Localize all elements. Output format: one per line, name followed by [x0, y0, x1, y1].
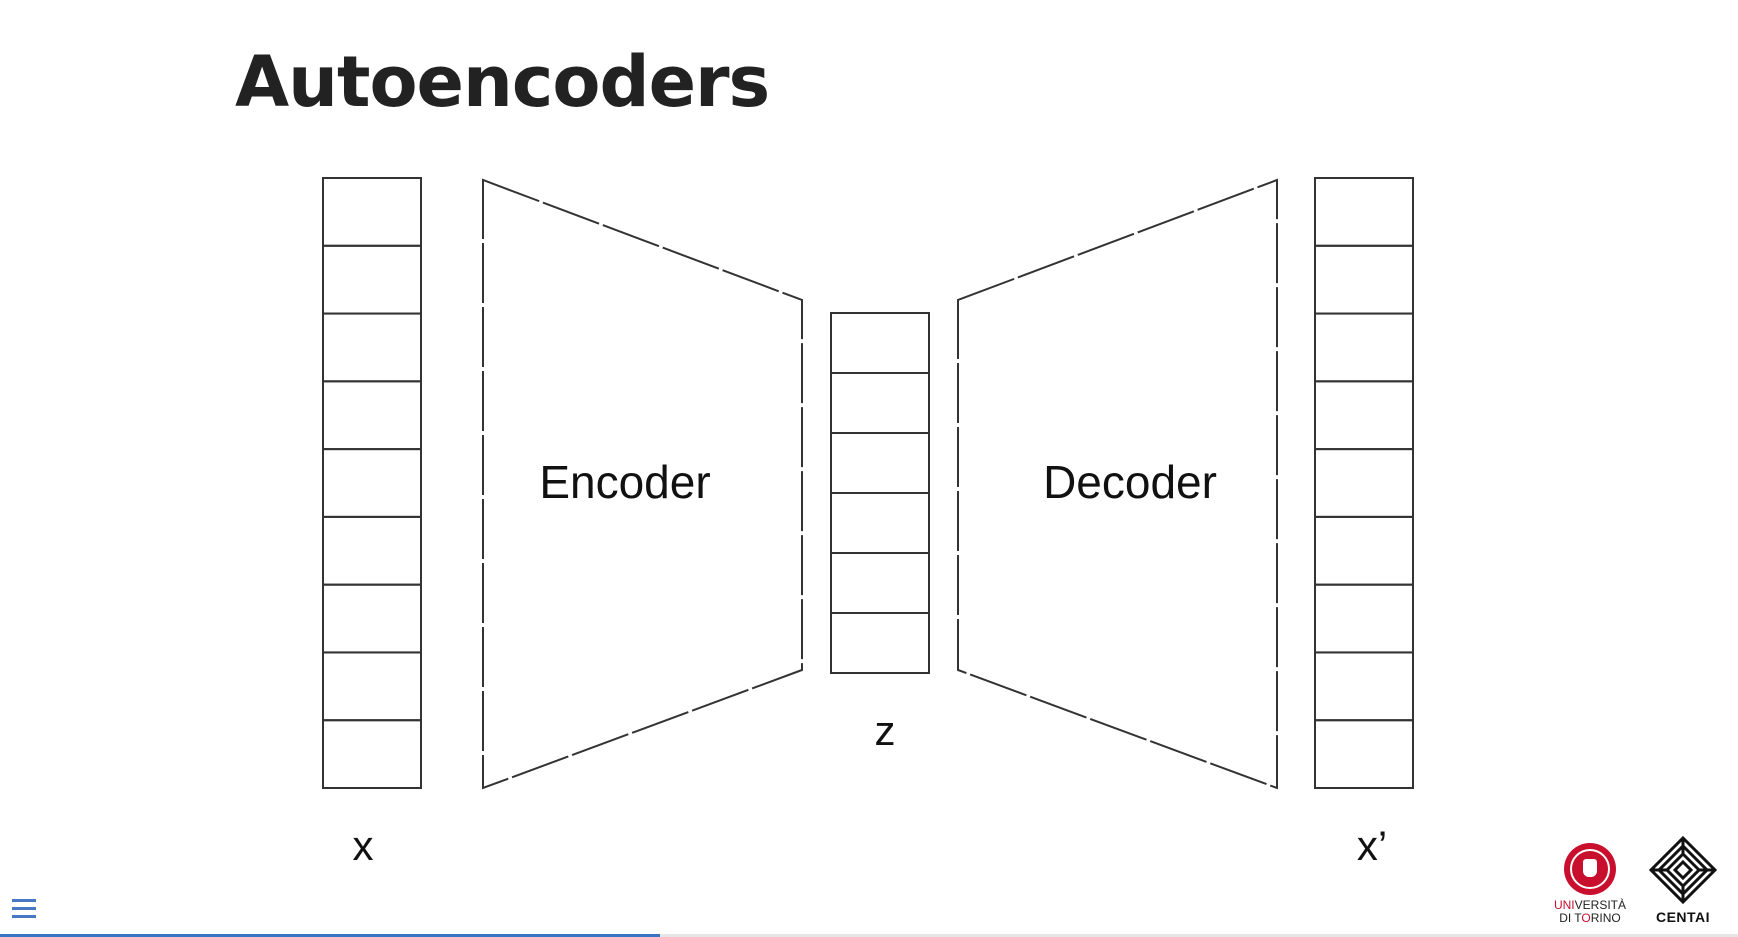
vector-cell	[322, 583, 422, 654]
vector-cell	[830, 432, 930, 494]
vector-cell	[322, 177, 422, 247]
vector-cell	[1314, 380, 1414, 451]
vector-cell	[322, 719, 422, 790]
slide-title: Autoencoders	[235, 41, 770, 123]
decoder-block	[957, 178, 1278, 790]
vector-cell	[830, 612, 930, 674]
centai-knot-icon	[1648, 835, 1718, 905]
footer-logos: UNIVERSITÀ DI TORINO CENTAI	[1554, 835, 1718, 925]
vector-cell	[1314, 312, 1414, 383]
unito-line2-pre: DI T	[1559, 911, 1582, 925]
encoder-label: Encoder	[539, 456, 710, 508]
unito-seal-icon	[1563, 843, 1616, 895]
centai-logo-text: CENTAI	[1655, 909, 1711, 925]
vector-cell	[322, 515, 422, 586]
output-vector	[1314, 177, 1414, 790]
output-label: x’	[1357, 822, 1387, 869]
latent-vector	[830, 312, 930, 674]
vector-cell	[1314, 448, 1414, 518]
latent-label: z	[875, 707, 896, 754]
vector-cell	[322, 651, 422, 722]
centai-logo: CENTAI	[1648, 835, 1718, 925]
unito-line1-rest: VERSITÀ	[1574, 898, 1626, 912]
unito-line1: UNIVERSITÀ	[1554, 899, 1626, 912]
vector-cell	[1314, 583, 1414, 654]
unito-logo: UNIVERSITÀ DI TORINO	[1554, 843, 1626, 925]
encoder-block	[482, 178, 803, 790]
vector-cell	[1314, 719, 1414, 790]
vector-cell	[830, 312, 930, 374]
input-label: x	[353, 822, 374, 869]
vector-cell	[830, 552, 930, 614]
slide-progress-bar	[0, 934, 1738, 937]
vector-cell	[322, 380, 422, 451]
vector-cell	[1314, 651, 1414, 722]
unito-line2-post: RINO	[1590, 911, 1621, 925]
input-vector	[322, 177, 422, 790]
vector-cell	[1314, 177, 1414, 247]
decoder-label: Decoder	[1043, 456, 1217, 508]
vector-cell	[322, 244, 422, 315]
unito-line2: DI TORINO	[1554, 912, 1626, 925]
vector-cell	[1314, 515, 1414, 586]
vector-cell	[830, 492, 930, 554]
unito-line1-accent: UNI	[1553, 898, 1575, 912]
vector-cell	[830, 372, 930, 434]
vector-cell	[322, 312, 422, 383]
vector-cell	[1314, 244, 1414, 315]
unito-logo-text: UNIVERSITÀ DI TORINO	[1554, 899, 1626, 925]
slide-progress-fill	[0, 934, 661, 937]
hamburger-menu-icon[interactable]	[10, 895, 38, 923]
vector-cell	[322, 448, 422, 518]
unito-line2-accent: O	[1581, 911, 1591, 925]
